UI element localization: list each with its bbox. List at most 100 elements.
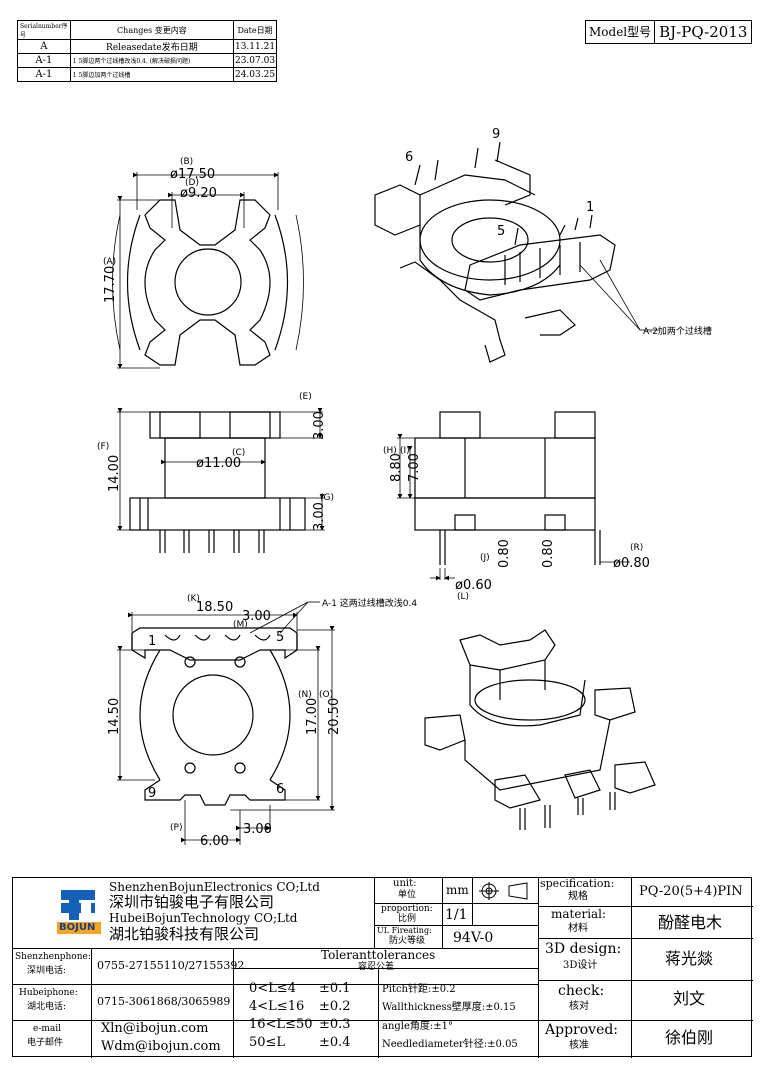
material-value: 酚醛电木 xyxy=(658,913,723,932)
tolerance-value: ±0.1 xyxy=(319,981,351,996)
check-value: 刘文 xyxy=(673,989,706,1008)
sz-phone-label-cn: 深圳电话: xyxy=(27,966,67,976)
dim-q-value: 3.00 xyxy=(243,822,272,837)
material-label-en: material: xyxy=(551,907,607,921)
pin-6-label: 6 xyxy=(405,150,414,165)
dim-f-value: 14.00 xyxy=(107,454,122,492)
logo-text: BOJUN xyxy=(59,922,96,933)
approved-value: 徐伯刚 xyxy=(665,1028,714,1047)
iso-bottom-view xyxy=(424,629,656,830)
dim-b-value: ø17.50 xyxy=(170,167,216,182)
proportion-label-en: proportion: xyxy=(381,904,433,914)
company-cn-1: 深圳市铂骏电子有限公司 xyxy=(109,893,275,911)
approved-label-en: Approved: xyxy=(545,1022,619,1038)
dim-c-tag: (C) xyxy=(232,448,246,458)
dim-i-value: 7.00 xyxy=(407,453,422,482)
bottom-view xyxy=(131,627,298,806)
ul-value: 94V-0 xyxy=(453,930,494,946)
unit-label-cn: 单位 xyxy=(398,890,417,900)
dim-a-tag: (A) xyxy=(103,257,117,267)
hb-phone-label-cn: 湖北电话: xyxy=(27,1002,67,1012)
dim-m-value: 3.00 xyxy=(242,609,271,624)
pin-1-label: 1 xyxy=(586,200,595,215)
dim-a-value: 17.70 xyxy=(103,265,118,303)
side-view xyxy=(414,411,601,565)
dim-p-tag: (P) xyxy=(170,823,183,833)
revision-change: 1 5脚边加两个过线槽 xyxy=(69,67,235,82)
bottom-pin-6-label: 6 xyxy=(276,782,285,797)
dim-j-tag: (J) xyxy=(480,553,490,563)
tolerance-note: Wallthickness壁厚度:±0.15 xyxy=(382,1002,516,1013)
side-view-dimensions xyxy=(397,434,630,581)
model-value: BJ-PQ-2013 xyxy=(659,23,748,41)
ul-label-cn: 防火等级 xyxy=(389,936,426,946)
dim-d-value: ø9.20 xyxy=(180,186,217,201)
revision-date: 24.03.25 xyxy=(233,67,277,82)
spec-value: PQ-20(5+4)PIN xyxy=(639,884,743,899)
drawing-canvas xyxy=(112,141,660,845)
dim-l-tag: (L) xyxy=(457,592,470,602)
dim-f-tag: (F) xyxy=(97,442,110,452)
design-label-cn: 3D设计 xyxy=(563,960,598,971)
sz-phone-value: 0755-27155110/27155392 xyxy=(97,959,245,972)
title-block: BOJUN ShenzhenBojunElectronics CO;Ltd 深圳… xyxy=(12,877,753,1058)
bottom-pin-5-label: 5 xyxy=(276,630,285,645)
approved-label-cn: 核准 xyxy=(569,1040,589,1051)
dim-l-value: ø0.60 xyxy=(455,578,492,593)
dim-p-value: 6.00 xyxy=(200,834,229,849)
dim-e-tag: (E) xyxy=(299,392,312,402)
check-label-en: check: xyxy=(558,983,605,999)
bottom-pin-1-label: 1 xyxy=(148,634,157,649)
bojun-logo-icon xyxy=(57,890,101,934)
revision-row: A-1 1 5脚边加两个过线槽 24.03.25 xyxy=(17,67,277,82)
proportion-value: 1/1 xyxy=(445,907,468,923)
pin-5-label: 5 xyxy=(497,224,506,239)
tolerance-note: angle角度:±1° xyxy=(382,1021,454,1032)
bottom-pin-9-label: 9 xyxy=(148,786,157,801)
revision-date: 23.07.03 xyxy=(233,53,277,68)
dim-g-value: 3.00 xyxy=(312,502,327,531)
tolerance-note: Pitch针距:±0.2 xyxy=(382,984,456,995)
tolerance-range: 0<L≤4 xyxy=(249,981,296,996)
dim-h-tag: (H) xyxy=(383,446,397,456)
tolerance-range: 4<L≤16 xyxy=(249,999,305,1014)
company-logo: BOJUN xyxy=(55,888,103,936)
tolerance-title-en: Toleranttolerances xyxy=(321,948,436,962)
tolerance-value: ±0.2 xyxy=(319,999,351,1014)
dim-o-value: 20.50 xyxy=(327,697,342,735)
iso-top-note: A-2加两个过线槽 xyxy=(643,327,712,337)
dim-h-value: 8.80 xyxy=(389,453,404,482)
dim-k-tag: (K) xyxy=(187,594,200,604)
company-en-1: ShenzhenBojunElectronics CO;Ltd xyxy=(109,880,320,894)
revision-table: Serialnumber序号 Changes 变更内容 Date日期 A Rel… xyxy=(17,20,277,82)
dim-i-tag: (I) xyxy=(400,446,410,456)
dim-g-tag: (G) xyxy=(320,493,334,503)
dim-d-tag: (D) xyxy=(185,178,199,188)
dim-r-value: ø0.80 xyxy=(613,556,650,571)
tolerance-note: Needlediameter针径:±0.05 xyxy=(382,1039,518,1050)
projection-icon xyxy=(479,882,528,900)
dim-b-tag: (B) xyxy=(180,157,194,167)
pin-9-label: 9 xyxy=(492,127,501,142)
bottom-view-dimensions xyxy=(117,601,335,845)
material-label-cn: 材料 xyxy=(568,923,588,934)
tolerance-value: ±0.3 xyxy=(319,1017,351,1032)
unit-value: mm xyxy=(446,883,469,897)
dim-k-value: 18.50 xyxy=(196,600,234,615)
hb-phone-value: 0715-3061868/3065989 xyxy=(97,995,231,1008)
bottom-view-note: A-1 这两过线槽改浅0.4 xyxy=(322,599,418,609)
unit-label-en: unit: xyxy=(393,878,417,889)
company-cn-2: 湖北铂骏科技有限公司 xyxy=(109,925,260,943)
dim-o-tag: (O) xyxy=(319,690,334,700)
dim-j-value: 0.80 xyxy=(497,539,512,568)
model-box: Model型号 BJ-PQ-2013 xyxy=(585,20,753,44)
front-view-dimensions xyxy=(117,408,325,531)
dim-n-value: 17.00 xyxy=(305,697,320,735)
design-label-en: 3D design: xyxy=(545,941,622,957)
projection-symbol xyxy=(475,882,533,900)
dim-k2-value: 0.80 xyxy=(541,539,556,568)
email-label-cn: 电子邮件 xyxy=(27,1038,64,1048)
dim-e-value: 3.00 xyxy=(312,411,327,440)
tolerance-range: 50≤L xyxy=(249,1035,286,1050)
front-view xyxy=(129,411,306,553)
